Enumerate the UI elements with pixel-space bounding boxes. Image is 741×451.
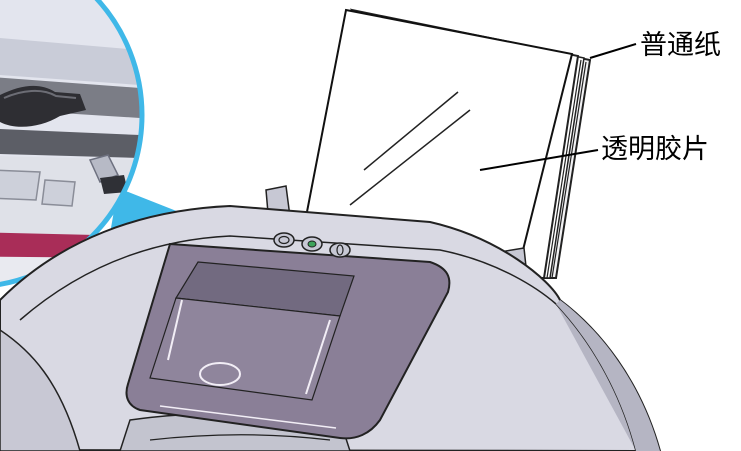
plain-paper-leader (590, 44, 636, 58)
paper-feed-button-icon (330, 243, 350, 257)
plain-paper-label: 普通纸 (640, 32, 721, 59)
transparency-label: 透明胶片 (601, 136, 709, 163)
resume-button-icon (302, 237, 322, 251)
power-button-icon (274, 233, 294, 247)
